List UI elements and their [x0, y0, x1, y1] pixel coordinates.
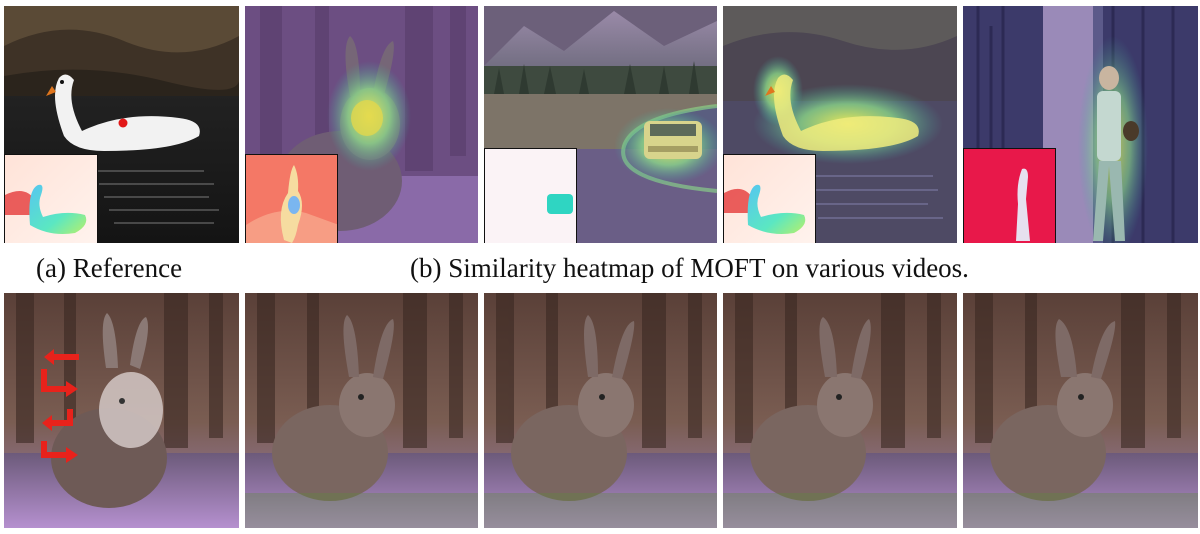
- generated-frame-4: [963, 293, 1198, 528]
- caption-a: (a) Reference: [36, 253, 183, 283]
- generated-frame-2: [484, 293, 717, 528]
- flow-inset: [963, 148, 1056, 243]
- heatmap-rabbit: [245, 6, 478, 243]
- arrow-bend-left-icon: [48, 409, 73, 426]
- arrow-bend-right-icon: [41, 369, 68, 392]
- flow-inset: [4, 154, 98, 243]
- reference-image-swan: [4, 6, 239, 243]
- flow-inset: [484, 148, 577, 243]
- control-image-rabbit: [4, 293, 239, 528]
- heatmap-swan: [723, 6, 957, 243]
- direction-arrows: [41, 349, 79, 463]
- reference-point-marker: [118, 118, 128, 128]
- generated-frame-1: [245, 293, 478, 528]
- flow-inset: [723, 154, 816, 243]
- flow-inset: [245, 154, 338, 243]
- generated-frame-3: [723, 293, 957, 528]
- heatmap-person: [963, 6, 1198, 243]
- heatmap-car: [484, 6, 717, 243]
- caption-b: (b) Similarity heatmap of MOFT on variou…: [410, 253, 969, 283]
- arrow-bend-right-icon: [41, 441, 68, 458]
